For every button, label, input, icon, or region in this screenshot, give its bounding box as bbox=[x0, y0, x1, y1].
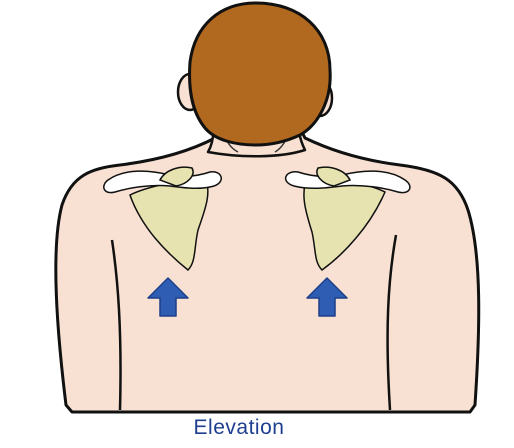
head-hair bbox=[190, 3, 331, 145]
caption-label: Elevation bbox=[0, 416, 478, 440]
